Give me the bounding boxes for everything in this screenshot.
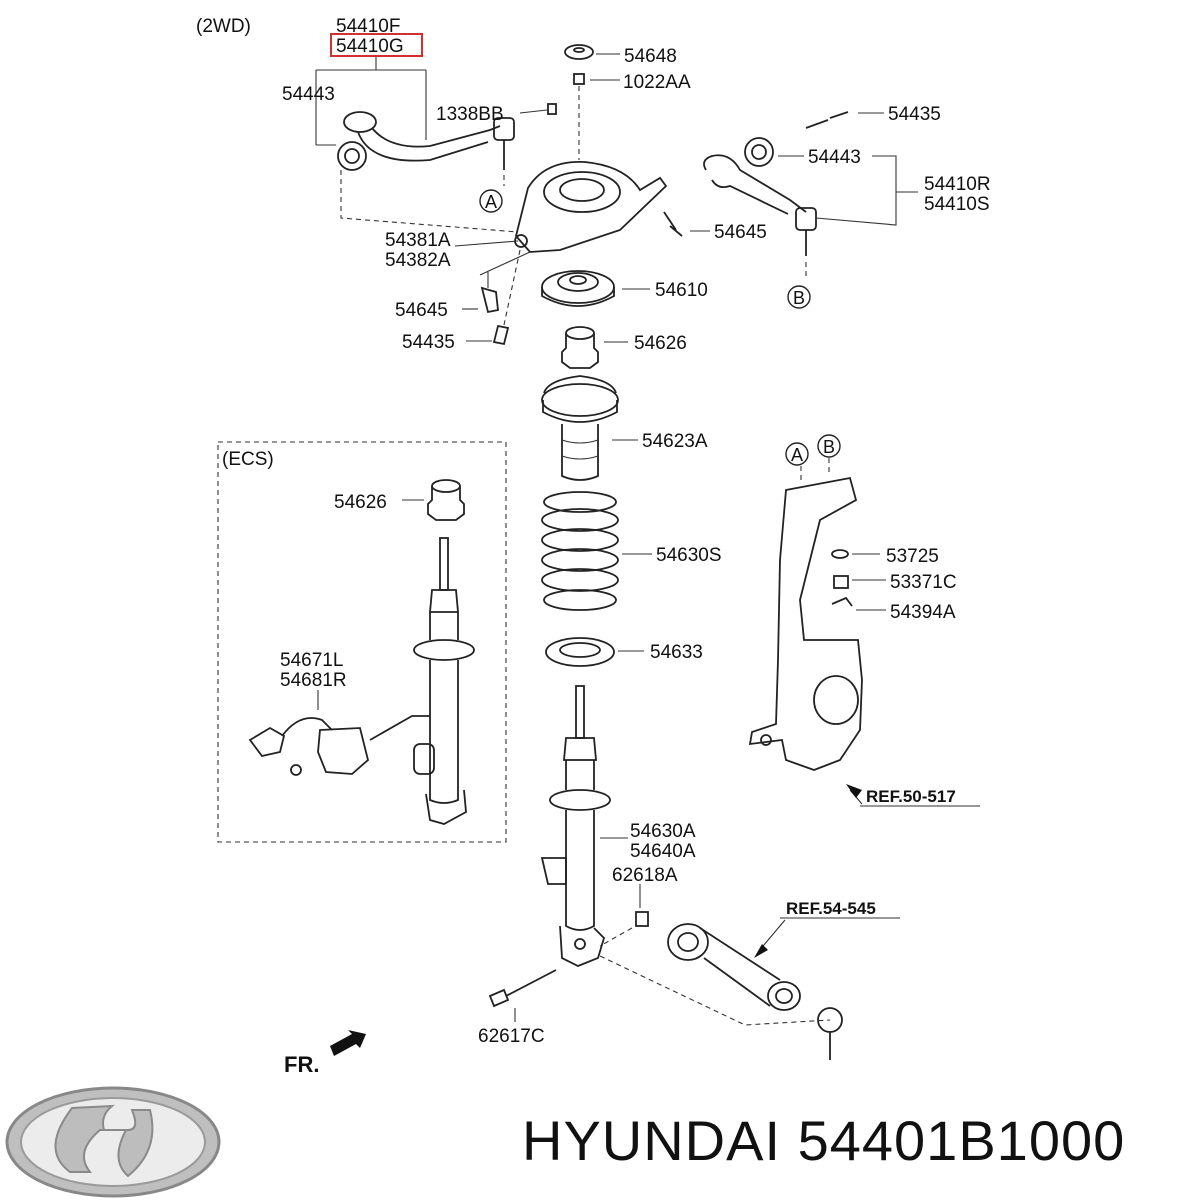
upper-control-arm-right (703, 111, 849, 280)
bump-stop-54626 (561, 326, 599, 369)
label-54630S: 54630S (656, 545, 722, 566)
label-54410G: 54410G (336, 36, 404, 57)
label-54648: 54648 (624, 46, 677, 67)
bolt-1338BB (547, 103, 557, 115)
marker-b-knuckle (817, 434, 841, 458)
ref-knuckle: REF.50-517 (866, 787, 956, 806)
bolt-54435-left (492, 324, 510, 346)
bump-stop-ecs (427, 479, 465, 521)
spring-pad-54633 (545, 637, 615, 667)
label-1022AA: 1022AA (623, 72, 691, 93)
variant-2wd-label: (2WD) (196, 16, 251, 37)
ecs-variant-box (217, 441, 507, 843)
dust-cap-54648 (564, 44, 594, 60)
nut-62618A (635, 911, 649, 927)
marker-b-knuckle-label: B (823, 437, 835, 457)
upper-control-arm-left (337, 111, 515, 186)
direction-label: FR. (284, 1052, 319, 1077)
label-1338BB: 1338BB (436, 104, 504, 125)
pin-54394A (831, 596, 853, 607)
label-54435-left: 54435 (402, 332, 455, 353)
ref-lower-arm: REF.54-545 (786, 899, 876, 918)
label-54630A: 54630A (630, 821, 696, 842)
marker-a-top-label: A (485, 192, 497, 212)
label-62617C: 62617C (478, 1026, 545, 1047)
marker-a-top (479, 189, 503, 213)
part-number: 54401B1000 (797, 1109, 1126, 1172)
label-62618A: 62618A (612, 865, 678, 886)
ecs-actuator-54671L (248, 715, 430, 776)
strut-assembly-54630A (540, 685, 611, 967)
bolt-62617C (488, 969, 557, 1008)
label-54610: 54610 (655, 280, 708, 301)
bolt-54645-left (480, 286, 499, 314)
label-54645-left: 54645 (395, 300, 448, 321)
marker-b-top (787, 285, 811, 309)
lower-control-arm (667, 923, 843, 1060)
hyundai-logo-icon (5, 1086, 221, 1198)
strut-mount-54610 (541, 270, 615, 307)
marker-a-knuckle-label: A (791, 445, 803, 465)
strut-tower-bracket-54381A (514, 161, 668, 253)
label-54443-left: 54443 (282, 84, 335, 105)
label-54671L: 54671L (280, 650, 343, 671)
label-54626-ecs: 54626 (334, 492, 387, 513)
coil-spring-54630S (541, 491, 619, 611)
label-54394A: 54394A (890, 602, 956, 623)
label-54410R: 54410R (924, 174, 991, 195)
footer-part-title: HYUNDAI 54401B1000 (522, 1108, 1192, 1178)
leader-54410 (315, 57, 427, 145)
label-54626: 54626 (634, 333, 687, 354)
label-54410F: 54410F (336, 16, 400, 37)
label-54443-right: 54443 (808, 147, 861, 168)
label-54382A: 54382A (385, 250, 451, 271)
label-54381A: 54381A (385, 230, 451, 251)
highlight-box (330, 33, 423, 57)
label-54410S: 54410S (924, 194, 990, 215)
dust-boot-54623A (541, 375, 619, 481)
label-54645-right: 54645 (714, 222, 767, 243)
label-54435-top: 54435 (888, 104, 941, 125)
steering-knuckle (748, 476, 863, 771)
label-53725: 53725 (886, 546, 939, 567)
variant-ecs-label: (ECS) (222, 449, 274, 470)
label-53371C: 53371C (890, 572, 957, 593)
washer-53725 (831, 549, 849, 559)
marker-a-knuckle (785, 442, 809, 466)
label-54640A: 54640A (630, 841, 696, 862)
ecs-strut (413, 537, 475, 825)
label-54633: 54633 (650, 642, 703, 663)
nut-1022AA (573, 73, 585, 85)
forward-arrow-icon (330, 1030, 366, 1056)
label-54681R: 54681R (280, 670, 347, 691)
brand-name: HYUNDAI (522, 1109, 782, 1172)
bolt-54645-right (663, 211, 683, 237)
nut-53371C (833, 575, 849, 589)
marker-b-top-label: B (793, 288, 805, 308)
label-54623A: 54623A (642, 431, 708, 452)
